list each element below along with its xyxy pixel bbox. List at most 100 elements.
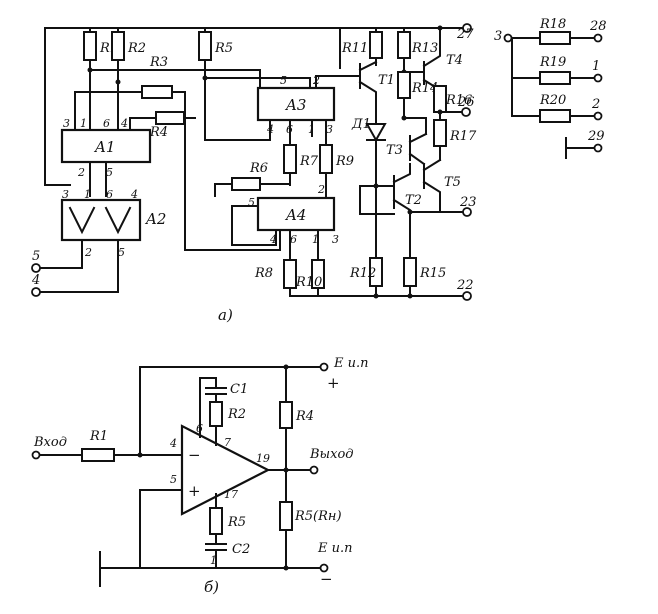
resistor-r11 (369, 31, 383, 59)
terminal-26 (461, 107, 471, 117)
label-r6: R6 (249, 161, 268, 176)
pin-a4-5: 5 (248, 196, 255, 209)
pin-a2-1: 1 (84, 188, 91, 201)
label-r4: R4 (149, 125, 168, 140)
resistor-r5 (198, 31, 212, 61)
resistor-r20 (539, 109, 571, 123)
label-r10: R10 (295, 275, 322, 290)
resistor-r14 (397, 71, 411, 99)
label-r18: R18 (539, 17, 566, 32)
pin-a1-1: 1 (80, 117, 87, 130)
block-a2 (60, 198, 142, 242)
label-b-r1: R1 (89, 429, 108, 444)
terminal-input (31, 450, 41, 460)
label-r7: R7 (299, 154, 319, 169)
resistor-r9 (319, 144, 333, 174)
pin-b-17: 17 (224, 488, 238, 501)
block-a3-label: A3 (284, 96, 306, 114)
resistor-r13 (397, 31, 411, 59)
pin-a4-2: 2 (317, 183, 325, 196)
pin-a2-3: 3 (62, 188, 69, 201)
label-minus-sign: − (320, 570, 333, 588)
terminal-4 (31, 287, 41, 297)
resistor-r1 (83, 31, 97, 61)
diode-d1 (365, 123, 387, 143)
terminal-1 (593, 73, 603, 83)
diagram-b: Е и.п + Вход R1 4 − + 5 6 C1 R2 7 17 (31, 356, 369, 596)
pin-a1-2: 2 (77, 166, 85, 179)
pin-a2-4: 4 (130, 188, 138, 201)
label-r2: R2 (127, 41, 146, 56)
input-label: Вход (33, 435, 67, 450)
label-c1: C1 (230, 382, 248, 397)
terminal-2 (593, 111, 603, 121)
diagram-a: 27 R1 R2 R3 R5 R4 (31, 17, 607, 324)
label-b-r5: R5 (227, 515, 246, 530)
pin-a3-5: 5 (280, 74, 287, 87)
resistor-r2 (111, 31, 125, 61)
block-a4 (256, 196, 336, 232)
terminal-22 (462, 291, 472, 301)
label-r8: R8 (254, 266, 273, 281)
pin-a4-1: 1 (312, 233, 319, 246)
label-b-r4: R4 (295, 409, 314, 424)
terminal-supply-positive (319, 362, 329, 372)
resistor-r3 (141, 85, 173, 99)
resistor-b-r5 (209, 507, 223, 535)
terminal-26-label: 26 (457, 95, 475, 110)
label-r16: R16 (445, 93, 472, 108)
block-a4-label: A4 (284, 206, 306, 224)
pin-a2-6: 6 (106, 188, 113, 201)
terminal-29 (593, 143, 603, 153)
label-t3: T3 (386, 143, 403, 158)
diagram-a-caption: a) (218, 306, 233, 324)
label-r9: R9 (335, 154, 354, 169)
label-r12: R12 (349, 266, 376, 281)
pin-a4-6: 6 (290, 233, 297, 246)
label-r17: R17 (449, 129, 477, 144)
resistor-r6 (231, 177, 261, 191)
label-r11: R11 (341, 41, 368, 56)
label-t1: T1 (378, 73, 395, 88)
terminal-5 (31, 263, 41, 273)
label-supply-negative: Е и.п (317, 541, 353, 556)
terminal-27-label: 27 (456, 27, 474, 42)
label-r20: R20 (539, 93, 566, 108)
block-a3 (256, 86, 336, 122)
terminal-output (309, 465, 319, 475)
label-r3: R3 (149, 55, 168, 70)
diagram-b-caption: б) (204, 578, 219, 596)
label-r13: R13 (411, 41, 438, 56)
resistor-r7 (283, 144, 297, 174)
label-c2: C2 (232, 542, 250, 557)
resistor-r8 (283, 259, 297, 289)
terminal-28-label: 28 (589, 19, 607, 34)
resistor-r15 (403, 257, 417, 287)
terminal-23-label: 23 (459, 195, 477, 210)
terminal-3 (503, 33, 513, 43)
label-r15: R15 (419, 266, 446, 281)
pin-a2-5: 5 (118, 246, 125, 259)
output-label: Выход (309, 447, 354, 462)
label-plus-sign: + (327, 374, 340, 392)
label-t5: T5 (444, 175, 461, 190)
resistor-b-r4 (279, 401, 293, 429)
terminal-1-label: 1 (592, 59, 600, 74)
resistor-r18 (539, 31, 571, 45)
opamp (180, 424, 271, 516)
terminal-supply-negative (319, 563, 329, 573)
label-d1: Д1 (351, 117, 371, 132)
pin-a1-3: 3 (63, 117, 70, 130)
terminal-4-label: 4 (31, 273, 40, 288)
label-r19: R19 (539, 55, 566, 70)
pin-b-4: 4 (169, 437, 177, 450)
block-a2-label: A2 (144, 210, 166, 228)
label-supply-positive: Е и.п (333, 356, 369, 371)
terminal-22-label: 22 (456, 278, 474, 293)
resistor-r16 (433, 85, 447, 113)
terminal-28 (593, 33, 603, 43)
pin-a4-4: 4 (269, 233, 277, 246)
terminal-29-label: 29 (587, 129, 605, 144)
pin-b-7: 7 (224, 436, 231, 449)
